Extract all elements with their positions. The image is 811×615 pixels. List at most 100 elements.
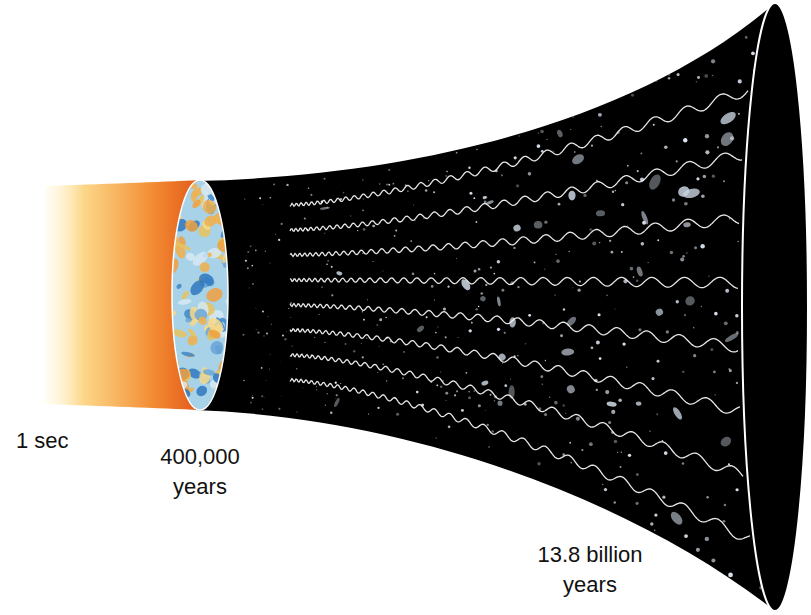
star-dot	[714, 312, 718, 316]
star-dot	[492, 430, 494, 432]
galaxy	[724, 331, 740, 343]
star-dot	[433, 191, 435, 193]
star-dot	[267, 316, 269, 318]
star-dot	[677, 73, 680, 76]
star-dot	[570, 129, 571, 130]
star-dot	[377, 407, 379, 409]
star-dot	[362, 253, 363, 254]
galaxy	[669, 510, 685, 527]
star-dot	[288, 308, 289, 309]
star-dot	[362, 356, 364, 358]
star-dot	[581, 449, 583, 451]
star-dot	[493, 273, 495, 275]
star-dot	[711, 59, 715, 63]
star-dot	[609, 240, 611, 242]
star-dot	[728, 463, 730, 465]
star-dot	[664, 145, 668, 149]
galaxy	[497, 352, 507, 362]
star-dot	[697, 76, 700, 79]
star-dot	[735, 488, 738, 491]
star-dot	[518, 135, 519, 136]
star-dot	[510, 378, 511, 379]
star-dot	[286, 184, 288, 186]
star-dot	[654, 78, 658, 82]
cmb-fluctuation	[177, 298, 192, 306]
star-dot	[436, 356, 438, 358]
star-dot	[379, 318, 382, 321]
star-dot	[255, 329, 257, 331]
cmb-fluctuation	[211, 372, 223, 385]
star-dot	[651, 377, 654, 380]
star-dot	[271, 324, 272, 325]
star-dot	[556, 259, 560, 263]
star-dot	[478, 404, 481, 407]
star-dot	[262, 408, 264, 410]
star-dot	[633, 276, 635, 278]
star-dot	[682, 462, 685, 465]
star-dot	[668, 77, 671, 80]
star-dot	[362, 311, 363, 312]
star-dot	[636, 279, 639, 282]
star-dot	[618, 399, 622, 403]
star-dot	[738, 113, 740, 115]
star-dot	[657, 239, 659, 241]
star-dot	[598, 113, 602, 117]
star-dot	[445, 392, 448, 395]
star-dot	[490, 394, 492, 396]
galaxy	[561, 348, 575, 356]
time-label: 13.8 billion years	[515, 540, 665, 600]
star-dot	[488, 446, 490, 448]
star-dot	[596, 389, 598, 391]
star-dot	[473, 269, 476, 272]
star-dot	[286, 331, 288, 333]
star-dot	[683, 138, 687, 142]
star-dot	[476, 149, 477, 150]
star-dot	[340, 383, 341, 384]
star-dot	[712, 175, 715, 178]
cmb-fluctuation	[223, 370, 234, 375]
star-dot	[302, 387, 304, 389]
star-dot	[480, 292, 483, 295]
star-dot	[713, 371, 716, 374]
galaxy	[320, 206, 330, 210]
star-dot	[410, 240, 412, 242]
star-dot	[265, 380, 267, 382]
star-dot	[386, 380, 388, 382]
star-dot	[517, 355, 518, 356]
star-dot	[626, 366, 627, 367]
light-wave	[290, 304, 738, 352]
cmb-fluctuation	[205, 178, 215, 191]
star-dot	[621, 251, 623, 253]
star-dot	[290, 317, 292, 319]
star-dot	[447, 286, 449, 288]
star-dot	[436, 384, 438, 386]
star-dot	[638, 328, 641, 331]
star-dot	[261, 367, 263, 369]
star-dot	[386, 184, 388, 186]
star-dot	[540, 375, 543, 378]
star-dot	[569, 251, 570, 252]
star-dot	[396, 413, 399, 416]
star-dot	[664, 451, 668, 455]
star-dot	[705, 134, 709, 138]
star-dot	[456, 390, 458, 392]
star-dot	[363, 319, 365, 321]
star-dot	[710, 348, 713, 351]
star-dot	[315, 386, 317, 388]
star-dot	[379, 183, 381, 185]
star-dot	[706, 496, 708, 498]
star-dot	[471, 322, 473, 324]
light-wave	[290, 277, 738, 288]
star-dot	[668, 73, 670, 75]
star-dot	[321, 286, 323, 288]
star-dot	[275, 233, 277, 235]
star-dot	[267, 335, 269, 337]
star-dot	[434, 299, 435, 300]
cmb-fluctuation	[188, 277, 208, 297]
cmb-fluctuation	[185, 318, 191, 323]
star-dot	[701, 306, 703, 308]
star-dot	[469, 329, 472, 332]
star-dot	[574, 151, 576, 153]
star-dot	[696, 548, 700, 552]
